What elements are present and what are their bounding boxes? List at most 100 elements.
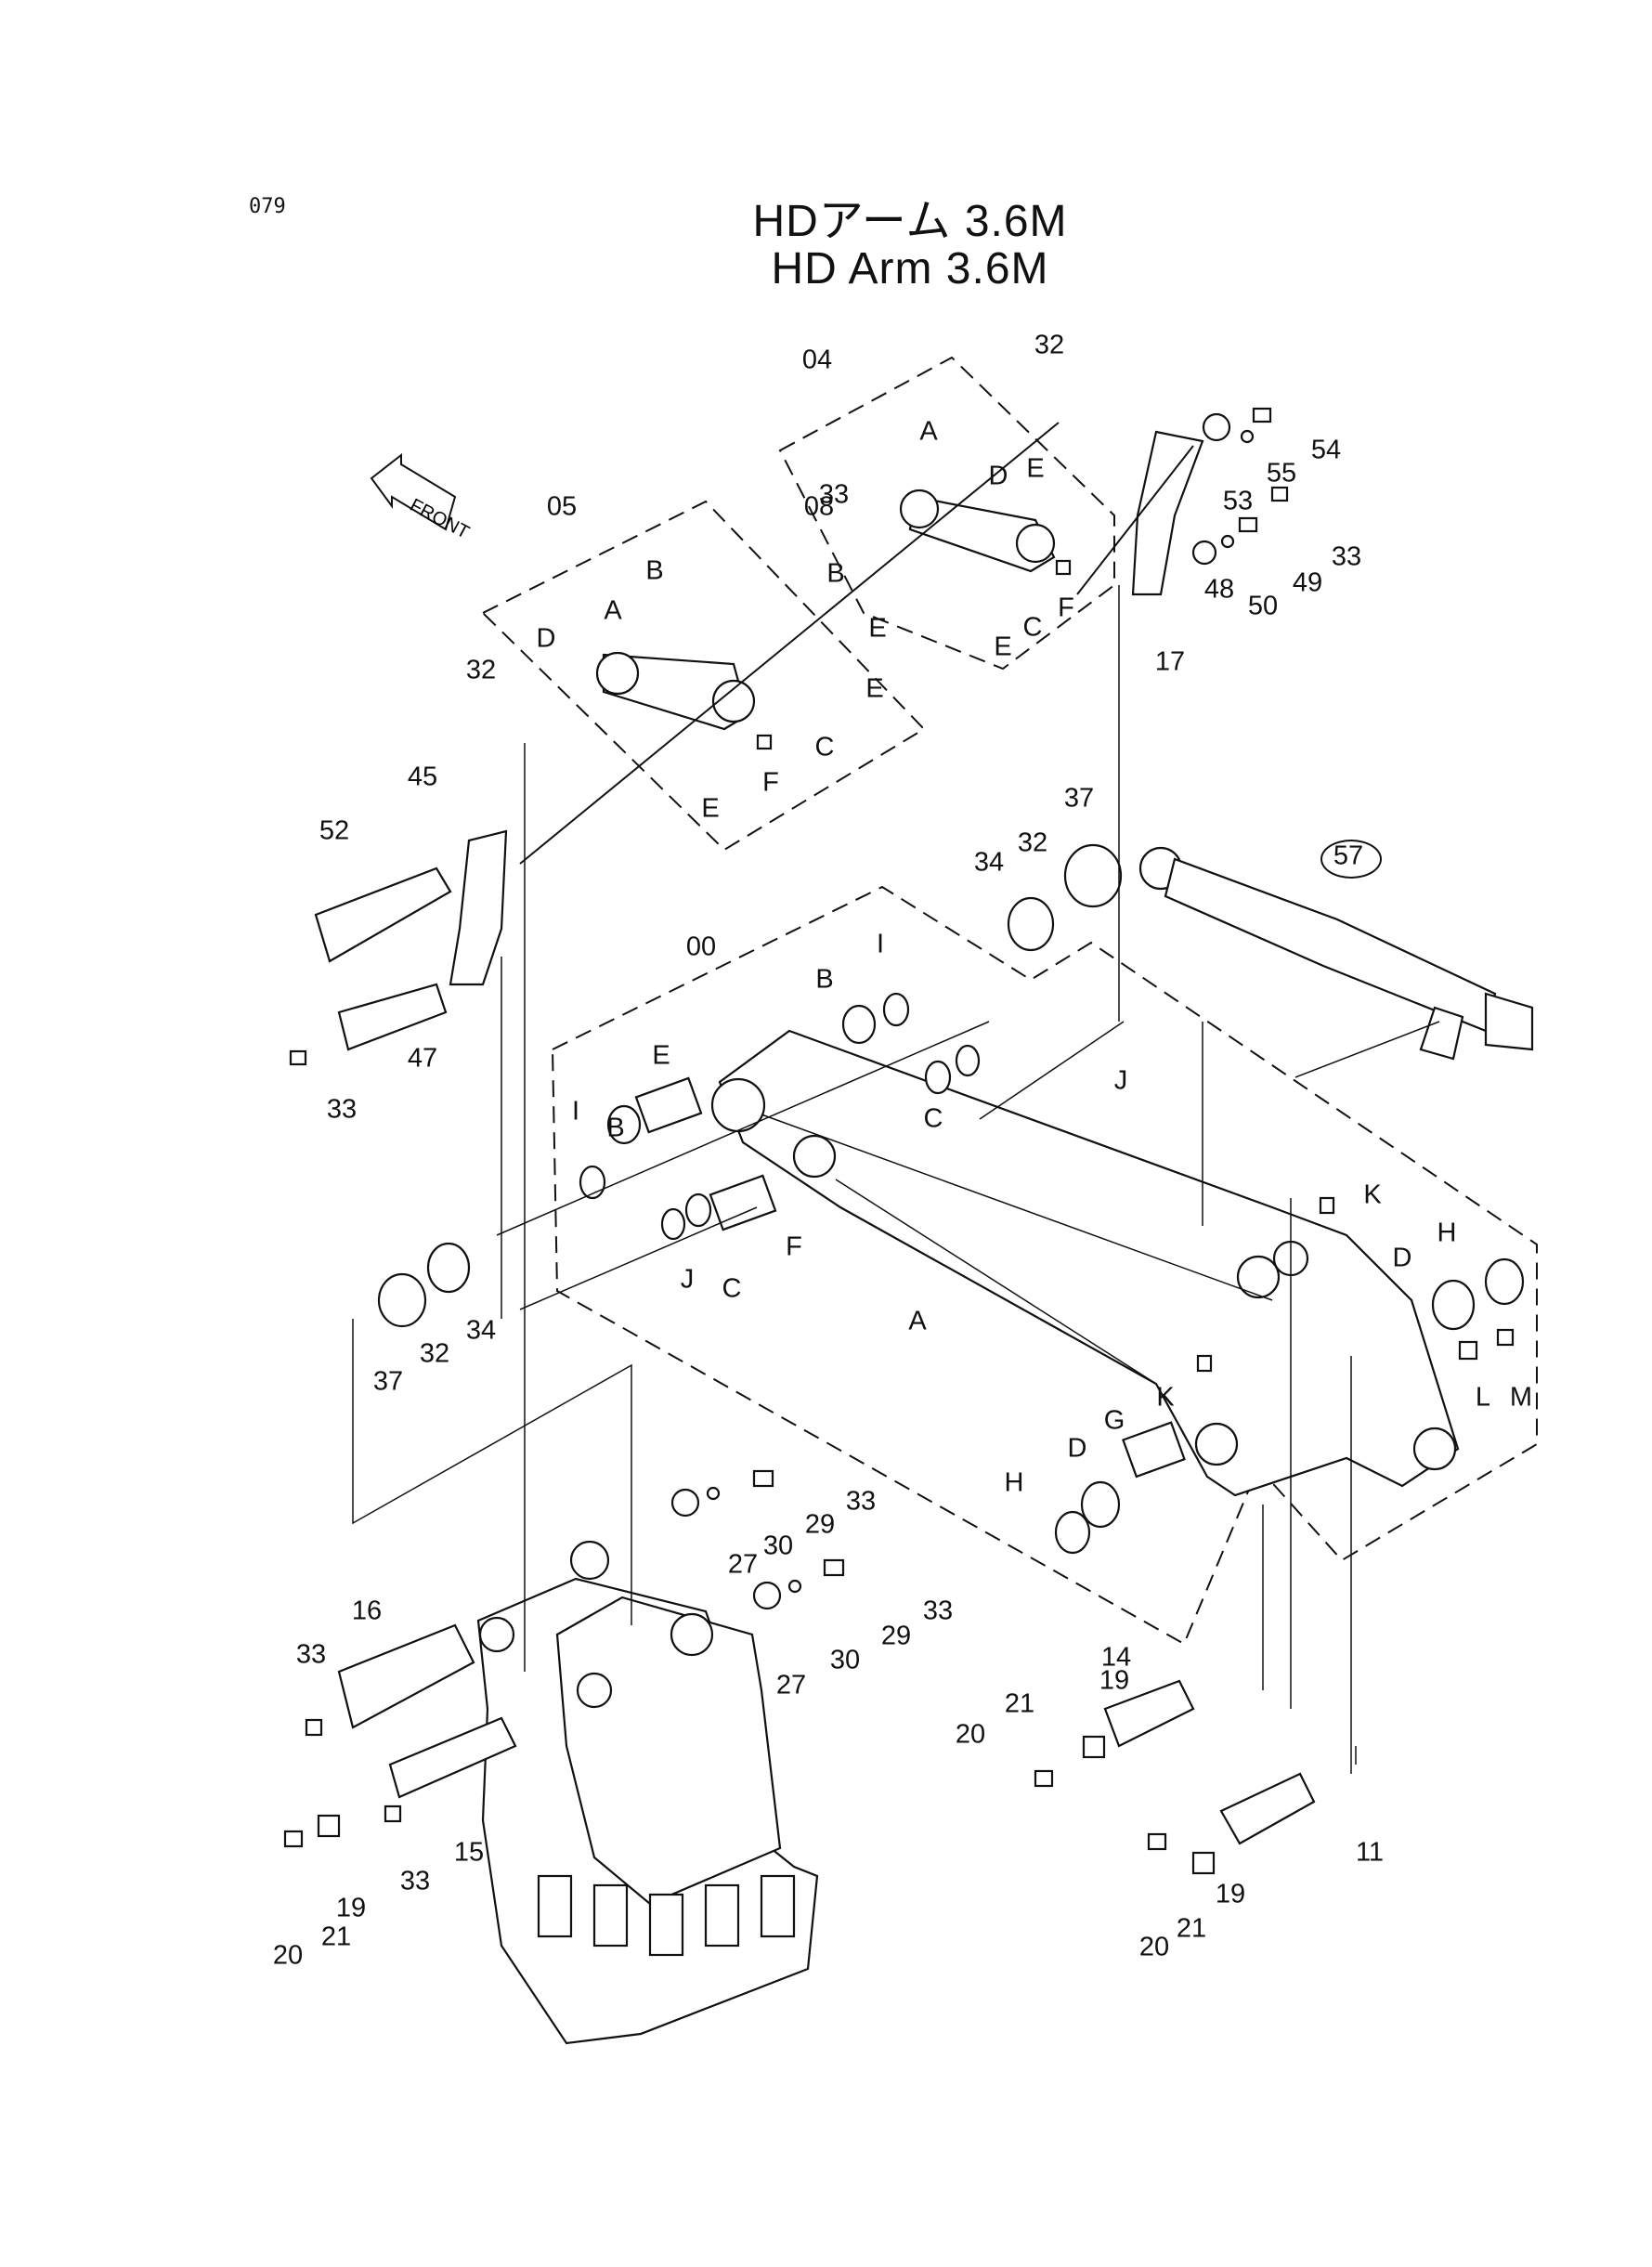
callout-i: I [876, 929, 885, 959]
callout-19: 19 [1099, 1665, 1130, 1696]
callout-34: 34 [465, 1315, 497, 1346]
callout-e: E [868, 613, 887, 644]
callout-a: A [604, 595, 622, 626]
hardware [283, 407, 1515, 1875]
callout-53: 53 [1222, 486, 1254, 516]
callout-20: 20 [1138, 1932, 1170, 1962]
callout-32: 32 [1034, 330, 1065, 360]
callout-b: B [826, 558, 845, 589]
callout-c: C [923, 1103, 943, 1134]
callout-d: D [1067, 1433, 1087, 1464]
callout-33: 33 [818, 479, 850, 510]
link-17 [1131, 430, 1204, 596]
callout-i: I [571, 1096, 580, 1127]
callout-j: J [1113, 1065, 1128, 1096]
pin-47 [337, 983, 448, 1051]
callout-05: 05 [546, 491, 578, 522]
callout-a: A [919, 416, 938, 447]
link-45 [449, 829, 508, 986]
link-05 [595, 651, 756, 731]
callout-c: C [722, 1273, 742, 1304]
callout-17: 17 [1154, 646, 1186, 677]
callout-50: 50 [1247, 591, 1279, 621]
callout-08: 08 [803, 491, 835, 522]
callout-32: 32 [465, 655, 497, 685]
callout-d: D [988, 461, 1008, 491]
callout-20: 20 [272, 1940, 304, 1971]
callout-f: F [762, 767, 779, 798]
callout-30: 30 [829, 1645, 861, 1675]
pin-14 [1103, 1679, 1195, 1748]
callout-00: 00 [685, 932, 717, 962]
callout-45: 45 [407, 762, 438, 792]
callout-g: G [1103, 1405, 1125, 1436]
front-arrow-icon: FRONT [370, 452, 473, 543]
callout-11: 11 [1355, 1837, 1385, 1868]
callout-e: E [701, 793, 720, 824]
callout-f: F [786, 1231, 802, 1262]
pin-11 [1219, 1772, 1316, 1845]
pin-16 [337, 1623, 475, 1729]
callout-h: H [1004, 1467, 1024, 1498]
callout-33: 33 [845, 1486, 877, 1517]
callout-52: 52 [319, 815, 350, 846]
callout-k: K [1363, 1179, 1382, 1210]
callout-33: 33 [295, 1639, 327, 1670]
pin-52 [314, 866, 452, 963]
arm-cylinder [1138, 846, 1534, 1061]
callout-d: D [1392, 1243, 1412, 1273]
callout-21: 21 [1004, 1688, 1035, 1719]
title-japanese: HDアーム 3.6M [752, 197, 1068, 246]
bucket [476, 1540, 819, 2045]
arm-body [710, 1029, 1460, 1497]
callout-e: E [1026, 453, 1045, 484]
callout-b: B [645, 555, 664, 586]
callout-48: 48 [1203, 574, 1235, 605]
callout-27: 27 [727, 1549, 759, 1580]
callout-e: E [994, 632, 1012, 662]
callout-34: 34 [973, 847, 1005, 878]
callout-32: 32 [1017, 827, 1048, 858]
callout-04: 04 [801, 345, 833, 375]
callout-55: 55 [1266, 458, 1297, 489]
callout-a: A [908, 1306, 927, 1336]
callout-20: 20 [955, 1719, 986, 1750]
callout-33: 33 [326, 1094, 358, 1125]
callout-33: 33 [1331, 541, 1362, 572]
callout-c: C [814, 732, 835, 762]
callout-c: C [1022, 612, 1043, 643]
leader-lines [352, 422, 1440, 1774]
callout-k: K [1156, 1382, 1175, 1413]
callout-29: 29 [880, 1621, 912, 1651]
group-box-00 [551, 885, 1538, 1646]
callout-57-ring [1320, 840, 1382, 879]
callout-33: 33 [399, 1866, 431, 1896]
group-box-05 [481, 500, 926, 852]
callout-d: D [536, 623, 556, 654]
callout-30: 30 [762, 1531, 794, 1561]
callout-57: 57 [1333, 840, 1364, 871]
page-number: 079 [249, 195, 286, 218]
callout-54: 54 [1310, 435, 1342, 465]
callout-19: 19 [1215, 1879, 1246, 1909]
bushings [377, 843, 1525, 1555]
callout-33: 33 [922, 1596, 954, 1626]
callout-15: 15 [453, 1837, 485, 1868]
callout-37: 37 [1063, 783, 1095, 814]
callout-37: 37 [372, 1366, 404, 1397]
front-label: FRONT [407, 495, 473, 543]
callout-21: 21 [320, 1922, 352, 1952]
callout-49: 49 [1292, 567, 1323, 598]
callout-j: J [680, 1264, 695, 1295]
callout-27: 27 [775, 1670, 807, 1700]
callout-e: E [865, 673, 884, 704]
callout-14: 14 [1100, 1642, 1132, 1673]
callout-h: H [1437, 1218, 1457, 1248]
callout-47: 47 [407, 1043, 438, 1074]
group-box-04 [778, 356, 1115, 671]
link-04 [899, 489, 1056, 573]
callout-19: 19 [335, 1893, 367, 1923]
callout-l: L [1475, 1382, 1491, 1413]
callout-b: B [606, 1113, 625, 1143]
